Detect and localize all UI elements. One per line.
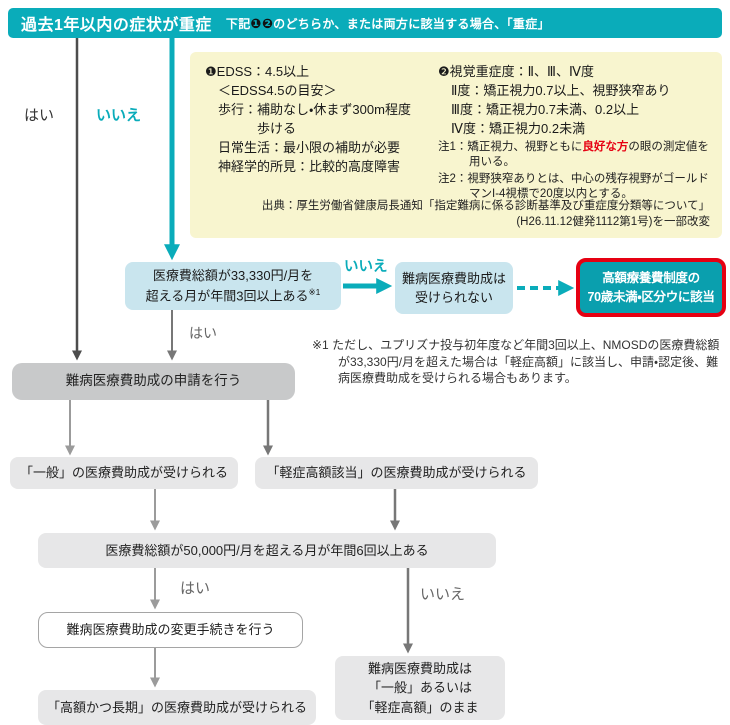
label-yes-left-branch: はい xyxy=(24,107,55,124)
better-eye-emphasis: 良好な方 xyxy=(582,140,629,153)
header-bar: 過去1年以内の症状が重症 下記❶❷のどちらか、または両方に該当する場合、「重症」 xyxy=(8,8,722,38)
footnote-1-text: ※1 ただし、ユプリズナ投与初年度など年間3回以上、NMOSDの医療費総額が33… xyxy=(312,338,720,386)
node-subsidy-not-available: 難病医療費助成は 受けられない xyxy=(395,262,513,314)
severity-criteria-panel: ❶EDSS：4.5以上 ＜EDSS4.5の目安＞ 歩行：補助なし・休まず300m… xyxy=(190,52,722,238)
page-title: 過去1年以内の症状が重症 xyxy=(21,17,212,34)
node-high-cost-care-category-u: 高額療養費制度の 70歳未満・区分ウに該当 xyxy=(576,258,726,317)
node-medical-cost-33330: 医療費総額が33,330円/月を 超える月が年間3回以上ある※1 xyxy=(125,262,341,310)
label-yes-cost-branch: はい xyxy=(189,325,217,341)
vision-note-1: 注1：矯正視力、視野ともに良好な方の眼の測定値を用いる。 xyxy=(438,140,709,169)
node-change-procedure: 難病医療費助成の変更手続きを行う xyxy=(38,612,303,648)
footnote-ref-1: ※1 xyxy=(308,286,321,297)
vision-severity-criteria: ❷視覚重症度：Ⅱ、Ⅲ、Ⅳ度 Ⅱ度：矯正視力0.7以上、視野狭窄あり Ⅲ度：矯正視… xyxy=(438,63,716,203)
node-apply-for-subsidy: 難病医療費助成の申請を行う xyxy=(12,363,295,400)
node-medical-cost-50000: 医療費総額が50,000円/月を超える月が年間6回以上ある xyxy=(38,533,496,568)
label-no-right-branch: いいえ xyxy=(96,107,142,124)
source-citation: 出典：厚生労働省健康局長通知「指定難病に係る診断基準及び重症度分類等について」 … xyxy=(261,199,710,228)
edss-criteria: ❶EDSS：4.5以上 ＜EDSS4.5の目安＞ 歩行：補助なし・休まず300m… xyxy=(205,64,411,174)
vision-note-2: 注2：視野狭窄ありとは、中心の残存視野がゴールドマンI-4視標で20度以内とする… xyxy=(438,172,709,201)
node-high-cost-long-term-subsidy: 「高額かつ長期」の医療費助成が受けられる xyxy=(38,690,316,725)
node-mild-high-cost-subsidy: 「軽症高額該当」の医療費助成が受けられる xyxy=(255,457,538,489)
badge-1-2-icons: ❶❷ xyxy=(250,15,274,31)
label-yes-cost2-branch: はい xyxy=(180,580,211,597)
node-subsidy-stays-same: 難病医療費助成は 「一般」あるいは 「軽症高額」のまま xyxy=(335,656,505,720)
label-no-cost2-branch: いいえ xyxy=(420,586,466,603)
header-subtitle: 下記❶❷のどちらか、または両方に該当する場合、「重症」 xyxy=(225,15,550,31)
node-general-subsidy: 「一般」の医療費助成が受けられる xyxy=(10,457,238,489)
label-no-cost-branch: いいえ xyxy=(344,259,388,275)
